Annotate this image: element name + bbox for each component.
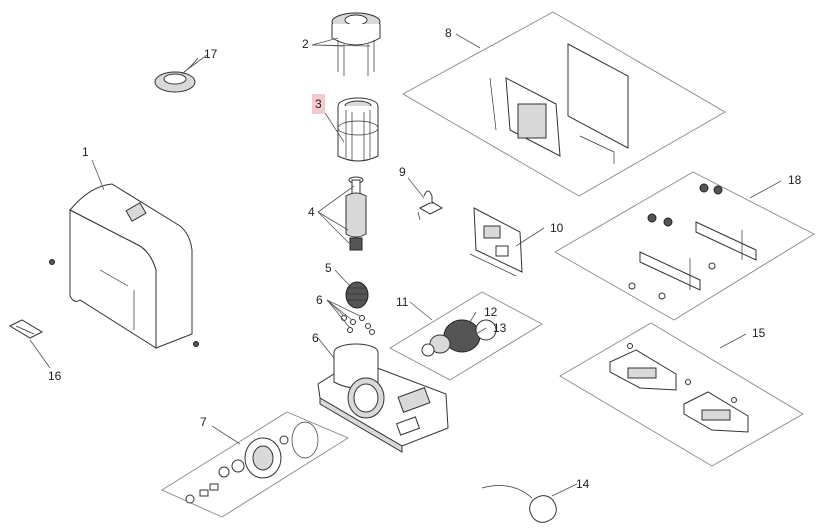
tray-11: [389, 291, 543, 381]
part-7-gear-assembly[interactable]: [185, 421, 319, 504]
part-9-bracket[interactable]: [417, 190, 444, 221]
label-5[interactable]: 5: [325, 261, 332, 275]
part-11-13-gear-cluster[interactable]: [421, 319, 497, 357]
tray-8: [402, 11, 726, 197]
label-2[interactable]: 2: [302, 37, 309, 51]
label-11[interactable]: 11: [396, 295, 409, 309]
part-8-electronics-box[interactable]: [489, 43, 629, 164]
label-18[interactable]: 18: [788, 173, 802, 187]
label-17[interactable]: 17: [204, 47, 218, 61]
part-6-housing[interactable]: [317, 343, 449, 453]
tray-18: [554, 171, 815, 321]
part-18-brackets[interactable]: [628, 183, 757, 300]
tray-15: [559, 322, 804, 467]
label-12[interactable]: 12: [484, 305, 498, 319]
part-3-stator[interactable]: [337, 97, 379, 162]
label-9[interactable]: 9: [399, 165, 406, 179]
part-2-motor-flange[interactable]: [331, 12, 381, 76]
label-3[interactable]: 3: [315, 97, 322, 111]
label-14[interactable]: 14: [576, 477, 590, 491]
part-6-screws[interactable]: [341, 315, 375, 335]
tray-7: [161, 411, 349, 518]
part-17-sensor[interactable]: [154, 57, 199, 93]
label-7[interactable]: 7: [200, 415, 207, 429]
part-5-worm-gear[interactable]: [345, 281, 369, 309]
label-15[interactable]: 15: [752, 326, 766, 340]
label-1[interactable]: 1: [82, 145, 89, 159]
part-15-rack-brackets[interactable]: [609, 343, 749, 433]
part-16-label-plate[interactable]: [8, 319, 44, 339]
part-10-control-board[interactable]: [469, 207, 523, 277]
label-16[interactable]: 16: [48, 369, 62, 383]
label-8[interactable]: 8: [445, 26, 452, 40]
label-6a[interactable]: 6: [316, 293, 323, 307]
leader-lines: [29, 33, 782, 497]
part-4-rotor[interactable]: [345, 176, 367, 251]
highlight-box-3: [312, 94, 325, 114]
part-1-cover[interactable]: [49, 183, 199, 349]
part-14-capacitor[interactable]: [481, 485, 560, 527]
label-4[interactable]: 4: [308, 205, 315, 219]
label-6b[interactable]: 6: [312, 331, 319, 345]
label-13[interactable]: 13: [493, 321, 507, 335]
label-10[interactable]: 10: [550, 221, 564, 235]
